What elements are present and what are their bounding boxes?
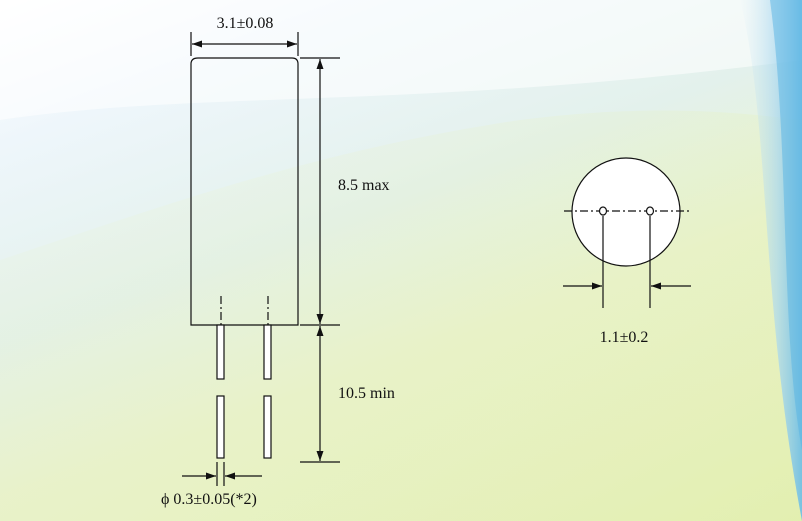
lead-right-lower [263, 395, 272, 459]
width-dimension-label: 3.1±0.08 [217, 15, 274, 32]
lead-left-upper [216, 324, 225, 380]
pitch-dimension-label: 1.1±0.2 [600, 329, 649, 346]
lead-left-lower [216, 395, 225, 459]
lead-right-upper [263, 324, 272, 380]
lead-diameter-dimension-label: ϕ 0.3±0.05(*2) [161, 491, 257, 508]
bottom-view-circle [571, 157, 681, 267]
lead-hole-right [645, 206, 655, 216]
height-dimension-label: 8.5 max [338, 177, 390, 194]
lead-hole-left [598, 206, 608, 216]
lead-length-dimension-label: 10.5 min [338, 385, 395, 402]
component-body [190, 57, 299, 326]
